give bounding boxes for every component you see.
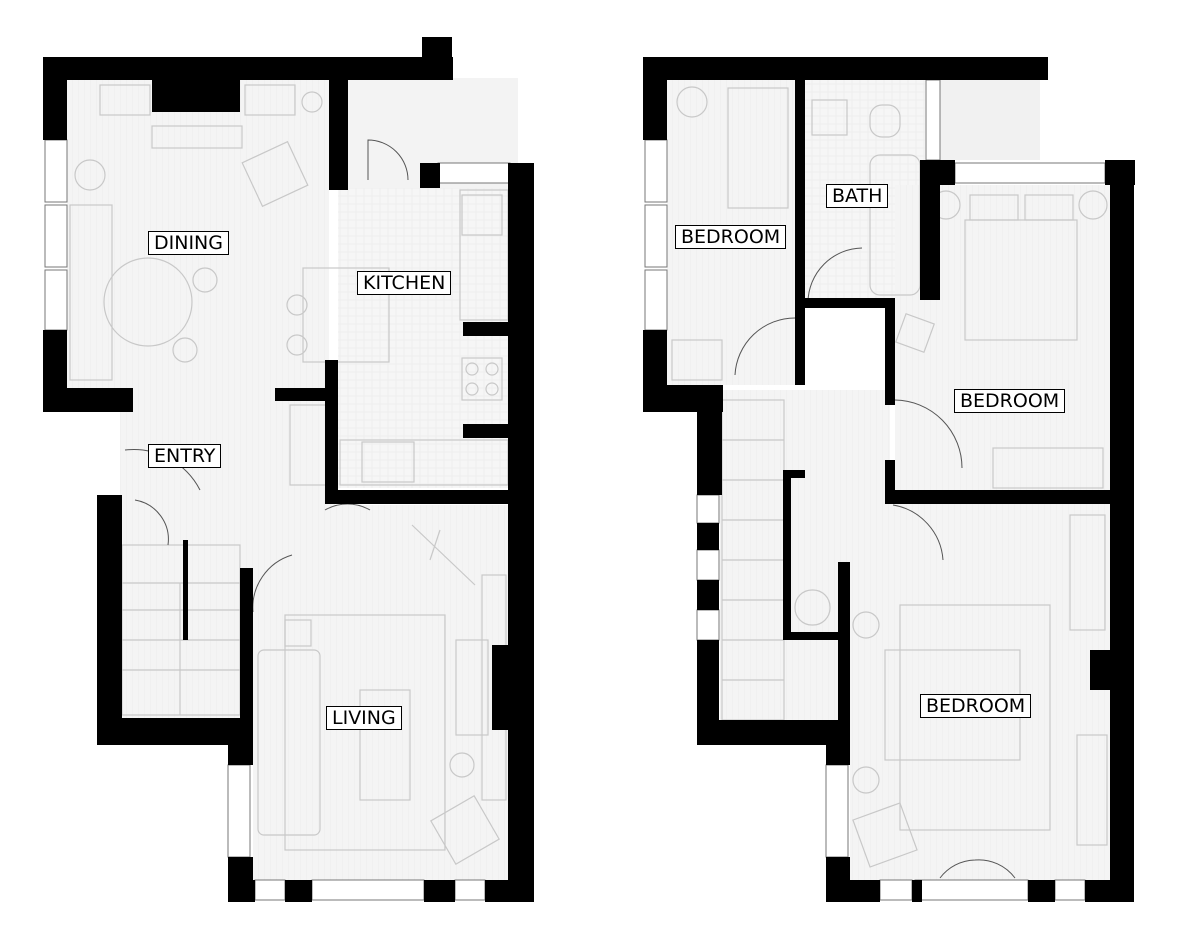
ground-floor-doors — [124, 139, 409, 613]
ground-floor-plan — [43, 37, 534, 902]
armchair — [430, 795, 500, 865]
floor-lamp — [449, 752, 475, 778]
room-label-living: LIVING — [326, 706, 402, 730]
room-label-kitchen: KITCHEN — [357, 271, 452, 295]
upper-floor-doors — [734, 247, 1016, 879]
room-label-bedroom-middle: BEDROOM — [954, 389, 1066, 413]
sideboard — [244, 84, 296, 116]
ground-floor-walls — [43, 37, 534, 902]
bed — [727, 87, 789, 209]
bar-stool — [286, 334, 308, 356]
dining-chair — [192, 267, 218, 293]
landing-rug — [794, 589, 831, 626]
side-table — [676, 86, 708, 118]
room-label-bath: BATH — [826, 184, 889, 208]
side-table — [852, 766, 880, 794]
footstool — [284, 619, 312, 647]
toilet — [869, 104, 901, 138]
upper-floor-plan — [643, 57, 1135, 902]
pillow — [1024, 194, 1074, 221]
room-label-bedroom-large: BEDROOM — [920, 694, 1032, 718]
sofa — [257, 649, 321, 836]
basin — [811, 99, 848, 136]
desk — [671, 339, 723, 381]
plant — [301, 91, 323, 113]
ground-floor-surfaces — [67, 78, 518, 880]
kitchen-island — [302, 267, 390, 363]
side-table — [74, 159, 106, 191]
pillow — [969, 194, 1019, 221]
side-table — [852, 611, 880, 639]
room-label-dining: DINING — [148, 231, 229, 255]
armchair — [241, 140, 309, 208]
room-label-bedroom-small: BEDROOM — [675, 225, 787, 249]
fridge — [361, 441, 415, 483]
sideboard — [99, 84, 151, 116]
dresser — [1076, 734, 1108, 846]
wardrobe — [1069, 514, 1106, 631]
tv-unit — [455, 639, 489, 736]
coffee-table — [359, 689, 411, 801]
rug — [899, 604, 1051, 831]
room-label-entry: ENTRY — [148, 444, 222, 468]
ceiling-light-mark — [411, 524, 476, 586]
stove — [461, 357, 503, 401]
armchair — [852, 802, 918, 868]
dining-chair — [172, 337, 198, 363]
dining-bench — [69, 204, 113, 381]
upper-floor-walls — [643, 57, 1135, 902]
rug — [284, 614, 446, 851]
dining-console — [151, 125, 243, 149]
bed — [964, 219, 1078, 341]
kitchen-sink — [461, 194, 503, 236]
dining-table — [103, 257, 193, 347]
side-table — [1078, 190, 1108, 220]
chair — [895, 313, 935, 353]
bar-stool — [286, 294, 308, 316]
wardrobe — [992, 447, 1104, 489]
